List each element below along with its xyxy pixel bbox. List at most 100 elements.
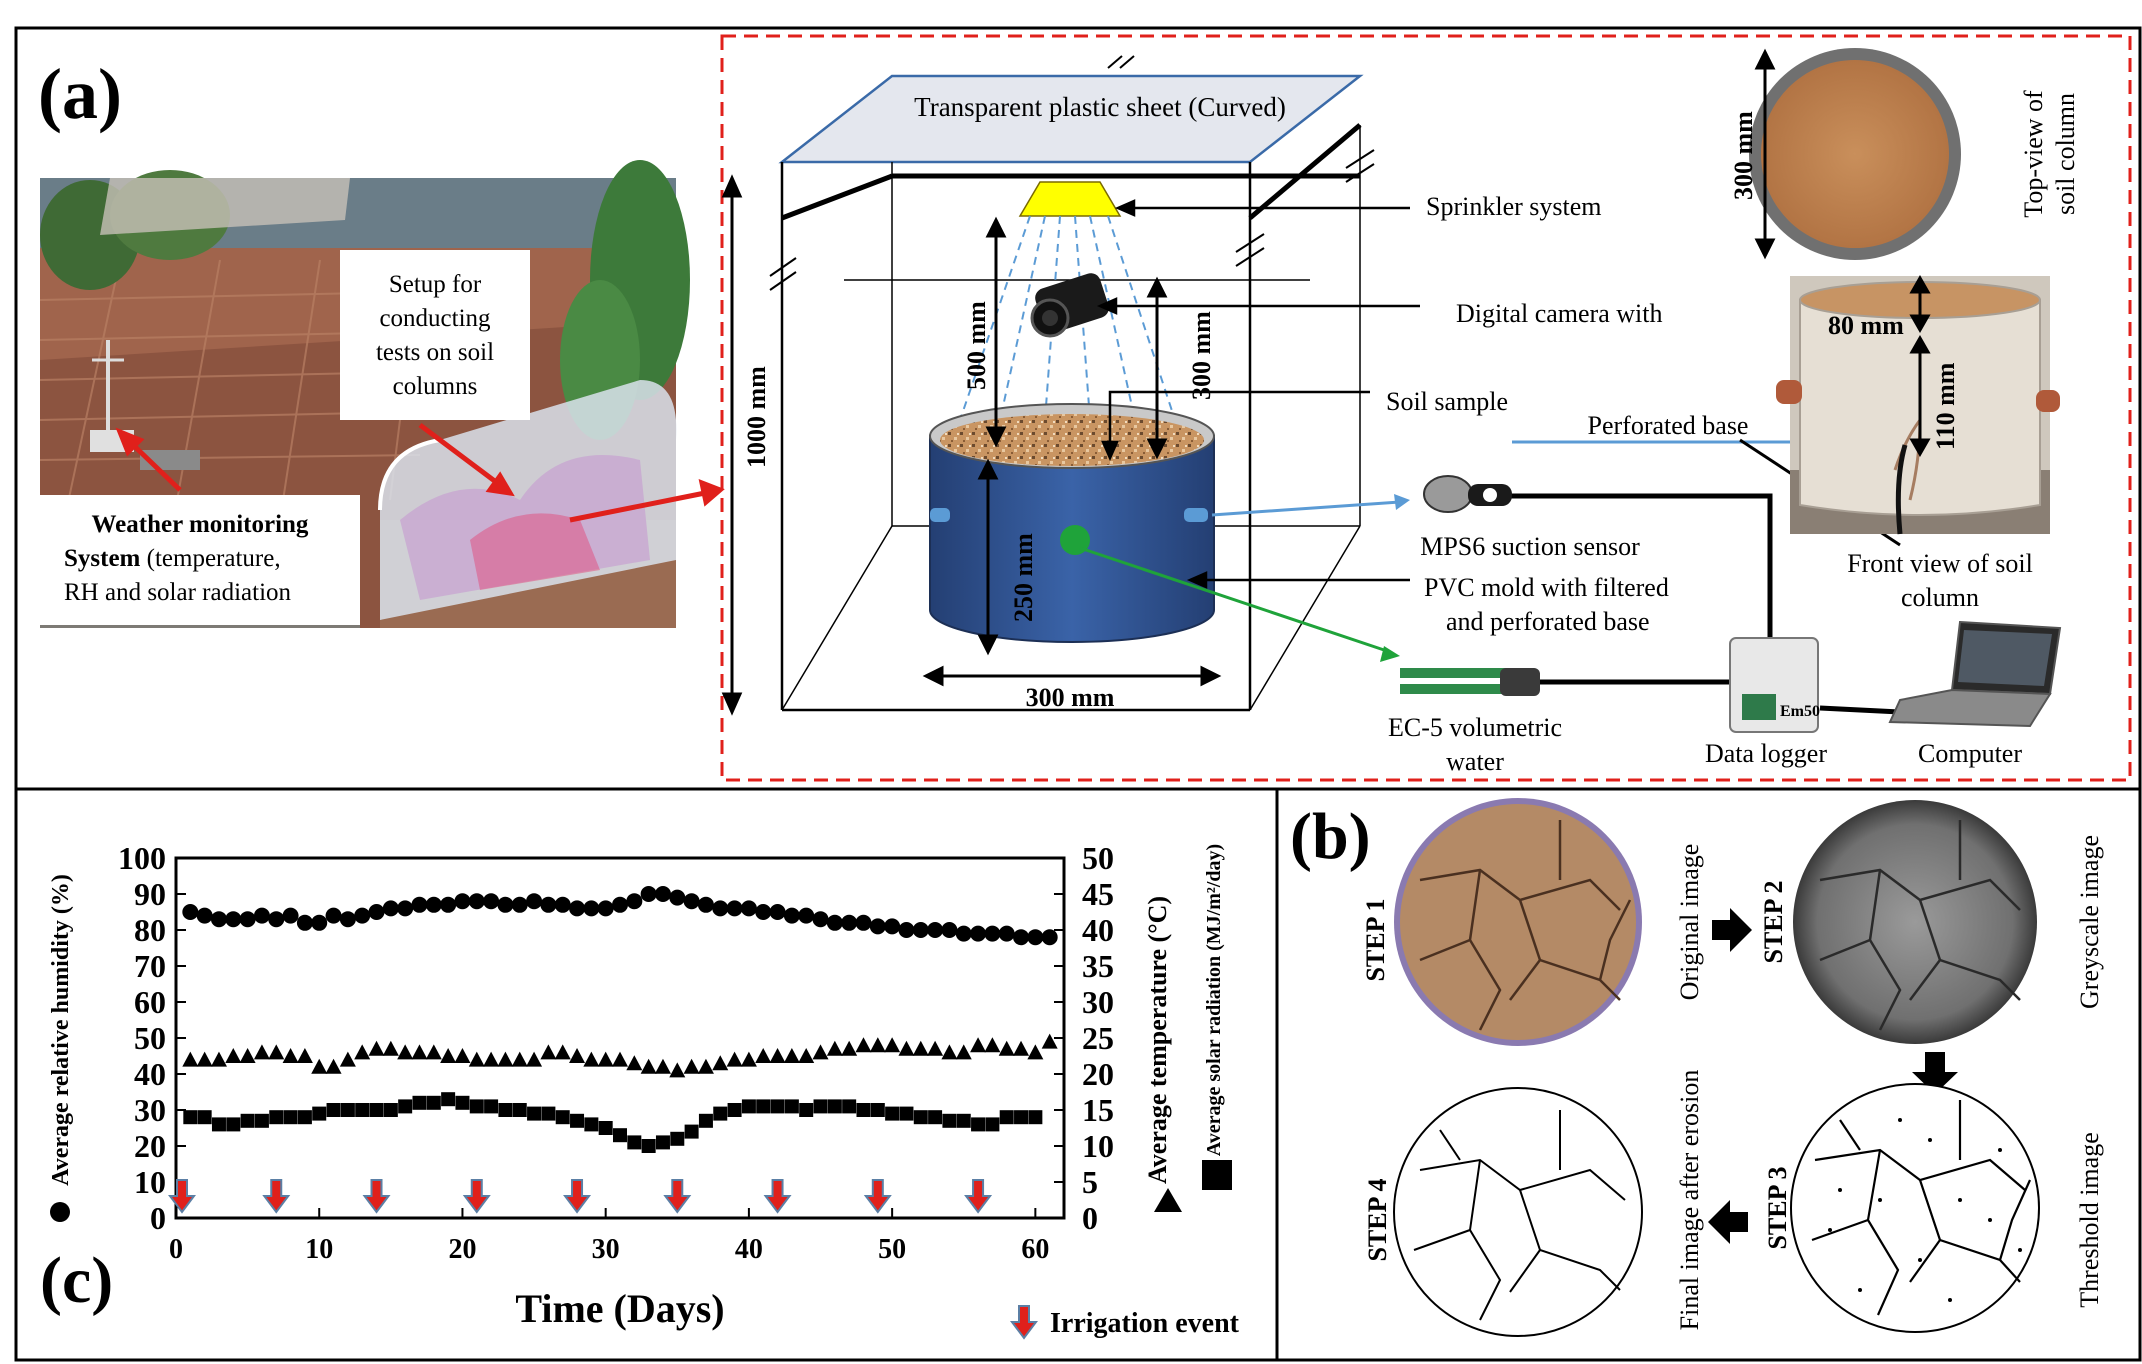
humidity-point [325, 907, 342, 924]
radiation-point [398, 1099, 413, 1114]
temperature-point [425, 1044, 442, 1060]
temperature-point [296, 1048, 313, 1063]
y-left-tick-label: 60 [134, 984, 166, 1020]
ec5-label: EC-5 volumetric [1388, 713, 1562, 742]
radiation-point [613, 1128, 627, 1143]
radiation-point [784, 1099, 799, 1114]
irrigation-arrow [763, 1179, 792, 1214]
humidity-point [855, 914, 872, 931]
radiation-point [641, 1139, 656, 1153]
temperature-point [540, 1044, 557, 1060]
dim-110-label: 110 mm [1931, 362, 1960, 450]
weather-label-line: System (temperature, [64, 545, 281, 572]
humidity-point [841, 914, 858, 931]
humidity-point [984, 925, 1001, 942]
weather-label-title: Weather monitoring [92, 511, 309, 538]
front-view-label: column [1901, 583, 1979, 612]
irrigation-arrow [262, 1179, 291, 1214]
radiation-point [870, 1103, 885, 1117]
radiation-point [670, 1131, 685, 1146]
temperature-point [511, 1051, 528, 1067]
radiation-point [541, 1106, 556, 1121]
temperature-point [712, 1055, 729, 1071]
weather-label-system: System [64, 545, 141, 572]
humidity-point [440, 896, 457, 913]
radiation-point [369, 1103, 384, 1117]
temperature-point [869, 1037, 886, 1053]
temperature-point [984, 1037, 1001, 1053]
weather-label-box: Weather monitoring System (temperature, … [40, 495, 360, 625]
temperature-point [325, 1058, 342, 1074]
humidity-point [210, 911, 227, 928]
y-left-axis-label: Average relative humidity (%) [48, 874, 74, 1186]
pvc-soil-mold [929, 403, 1215, 643]
radiation-point [698, 1113, 713, 1128]
radiation-point [498, 1103, 513, 1117]
radiation-point [584, 1117, 599, 1132]
panel-c-label: (c) [40, 1244, 113, 1317]
temperature-point [397, 1044, 414, 1060]
radiation-point [527, 1106, 542, 1121]
threshold-speckles [1828, 1118, 2022, 1302]
humidity-point [798, 907, 815, 924]
temperature-point [855, 1037, 872, 1053]
humidity-point [669, 889, 686, 906]
temperature-point [368, 1040, 385, 1056]
setup-label-line: conducting [379, 305, 491, 332]
step3-label: STEP 3 [1763, 1166, 1792, 1249]
temperature-point [440, 1048, 457, 1063]
radiation-point [426, 1095, 441, 1110]
humidity-point [612, 896, 628, 913]
temperature-point [339, 1051, 356, 1067]
temperature-point [1013, 1040, 1030, 1056]
top-view-soil-column [1749, 48, 1961, 260]
y-right-tick-label: 0 [1082, 1200, 1098, 1236]
temperature-point [783, 1048, 800, 1063]
humidity-point [712, 900, 729, 917]
weather-label-line: RH and solar radiation [64, 579, 292, 606]
humidity-point [468, 893, 485, 910]
legend-humidity-marker [50, 1202, 70, 1222]
panel-c: (c) 010203040506070809010005101520253035… [40, 840, 1240, 1340]
radiation-point [856, 1103, 871, 1117]
dim-front-view [1909, 274, 1931, 458]
legend-radiation-marker [1202, 1160, 1232, 1190]
step4-label: STEP 4 [1363, 1178, 1392, 1261]
step2-greyscale-image [1793, 800, 2037, 1044]
x-axis-label: Time (Days) [515, 1286, 724, 1331]
step1-original-image [1394, 798, 1642, 1046]
humidity-point [683, 893, 700, 910]
radiation-point [240, 1113, 255, 1128]
temperature-point [769, 1048, 786, 1063]
radiation-point [756, 1099, 771, 1114]
humidity-point [884, 918, 901, 935]
humidity-point [869, 918, 886, 935]
humidity-point [697, 896, 714, 913]
pvc-label: and perforated base [1446, 607, 1650, 636]
radiation-point [913, 1110, 928, 1125]
y-right-tick-label: 25 [1082, 1020, 1114, 1056]
humidity-point [755, 904, 772, 920]
humidity-point [339, 911, 356, 928]
arrow-step2-to-3 [1912, 1052, 1958, 1094]
humidity-point [497, 896, 514, 913]
panel-b-label: (b) [1290, 800, 1371, 873]
temperature-point [755, 1048, 772, 1063]
step4-final-image [1393, 1087, 1643, 1337]
perforated-base-label: Perforated base [1588, 411, 1749, 440]
humidity-point [311, 914, 328, 931]
temperature-point [282, 1048, 299, 1063]
temperature-point [253, 1044, 270, 1060]
temperature-point [912, 1040, 929, 1056]
y-right-tick-label: 50 [1082, 840, 1114, 876]
humidity-point [569, 900, 586, 917]
setup-label-line: Setup for [389, 271, 482, 298]
y-left-tick-label: 80 [134, 912, 166, 948]
temperature-point [554, 1044, 571, 1060]
temperature-point [1027, 1044, 1044, 1060]
y-left-tick-label: 10 [134, 1164, 166, 1200]
temperature-point [411, 1044, 428, 1060]
step2-caption: Greyscale image [2075, 835, 2104, 1009]
humidity-point [955, 925, 972, 942]
radiation-point [484, 1099, 499, 1114]
